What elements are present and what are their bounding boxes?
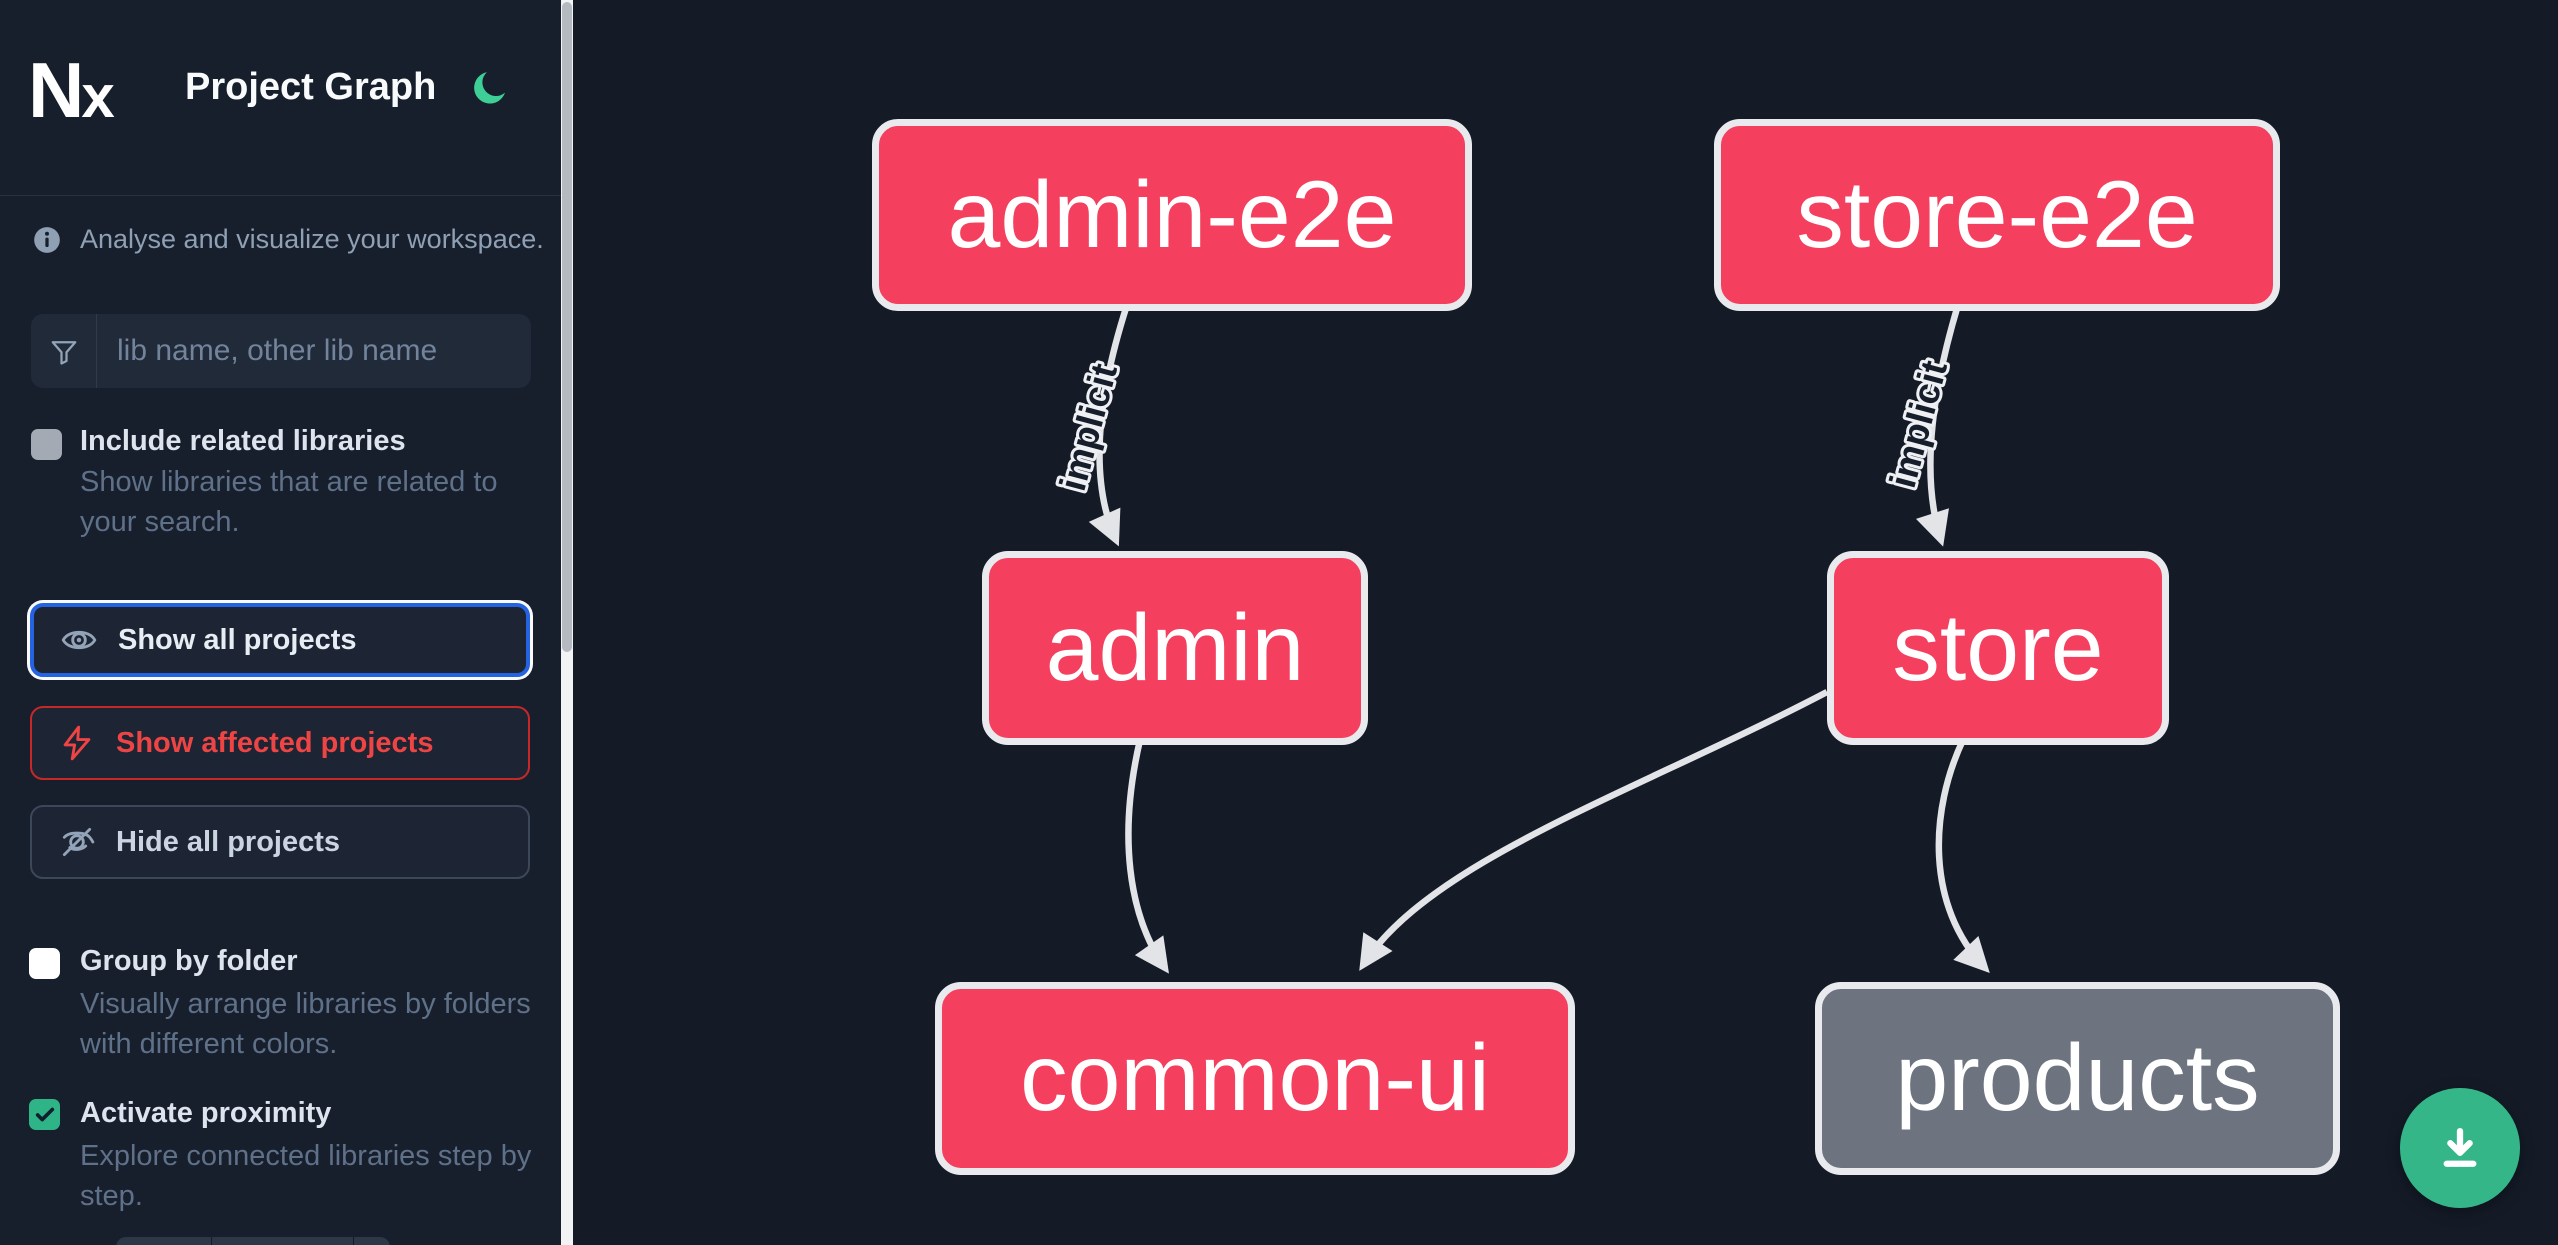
edge-admin-to-common-ui: [1125, 739, 1169, 974]
nx-logo-n: N: [28, 46, 84, 134]
info-icon: [34, 226, 60, 253]
graph-canvas[interactable]: implicit implicit admin-e2e store-e2e ad…: [573, 0, 2558, 1245]
group-by-folder-description: Visually arrange libraries by folders wi…: [80, 988, 531, 1060]
workspace-tagline-row: Analyse and visualize your workspace.: [33, 224, 544, 255]
node-store[interactable]: store: [1827, 551, 2169, 745]
show-affected-projects-label: Show affected projects: [116, 726, 434, 759]
edge-store-e2e-to-store: [1916, 304, 1962, 547]
moon-icon: [474, 72, 505, 104]
include-related-label[interactable]: Include related libraries: [80, 425, 406, 457]
download-icon: [2443, 1127, 2477, 1167]
download-graph-button[interactable]: [2400, 1088, 2520, 1208]
eye-off-icon: [62, 827, 95, 857]
proximity-decrement-button[interactable]: [116, 1237, 212, 1245]
checkmark-icon: [35, 1107, 54, 1121]
edge-store-to-common-ui: [1359, 689, 1829, 971]
activate-proximity-checkbox[interactable]: [29, 1099, 60, 1130]
proximity-value: [212, 1237, 354, 1245]
node-admin[interactable]: admin: [982, 551, 1368, 745]
nx-logo-x: x: [81, 63, 114, 130]
dependency-edges-layer: implicit implicit: [1049, 304, 1990, 974]
eye-icon: [61, 630, 97, 650]
include-related-checkbox[interactable]: [31, 429, 62, 460]
hide-all-projects-button[interactable]: Hide all projects: [30, 805, 530, 879]
show-all-projects-label: Show all projects: [118, 623, 357, 656]
group-by-folder-label[interactable]: Group by folder: [80, 945, 298, 977]
sidebar-scrollbar-thumb[interactable]: [562, 2, 572, 652]
page-title: Project Graph: [185, 66, 437, 108]
edge-admin-e2e-to-admin: [1088, 304, 1131, 547]
activate-proximity-label[interactable]: Activate proximity: [80, 1097, 332, 1129]
header-divider: [0, 195, 561, 196]
show-all-projects-button[interactable]: Show all projects: [30, 603, 530, 677]
edge-store-to-products: [1935, 738, 1990, 974]
filter-icon-zone: [31, 314, 97, 388]
activate-proximity-description: Explore connected libraries step by step…: [80, 1140, 532, 1212]
bolt-icon: [63, 725, 91, 761]
hide-all-projects-label: Hide all projects: [116, 825, 341, 858]
theme-toggle-button[interactable]: [470, 66, 510, 110]
workspace-tagline: Analyse and visualize your workspace.: [80, 224, 544, 254]
node-common-ui[interactable]: common-ui: [935, 982, 1575, 1175]
nx-logo: N x: [28, 46, 158, 134]
edge-label-implicit-2: implicit: [1882, 356, 1955, 492]
include-related-description: Show libraries that are related to your …: [80, 466, 498, 538]
node-products[interactable]: products: [1815, 982, 2340, 1175]
funnel-icon: [51, 341, 76, 365]
sidebar-scrollbar-track[interactable]: [561, 0, 573, 1245]
edge-label-implicit-1: implicit: [1052, 359, 1125, 495]
node-admin-e2e[interactable]: admin-e2e: [872, 119, 1472, 311]
proximity-stepper[interactable]: [116, 1237, 390, 1245]
sidebar: N x Project Graph Analyse and visualize …: [0, 0, 573, 1245]
node-store-e2e[interactable]: store-e2e: [1714, 119, 2280, 311]
group-by-folder-checkbox[interactable]: [29, 948, 60, 979]
proximity-increment-button[interactable]: [354, 1237, 390, 1245]
show-affected-projects-button[interactable]: Show affected projects: [30, 706, 530, 780]
search-input[interactable]: [97, 314, 531, 388]
project-filter-box: [31, 314, 531, 388]
